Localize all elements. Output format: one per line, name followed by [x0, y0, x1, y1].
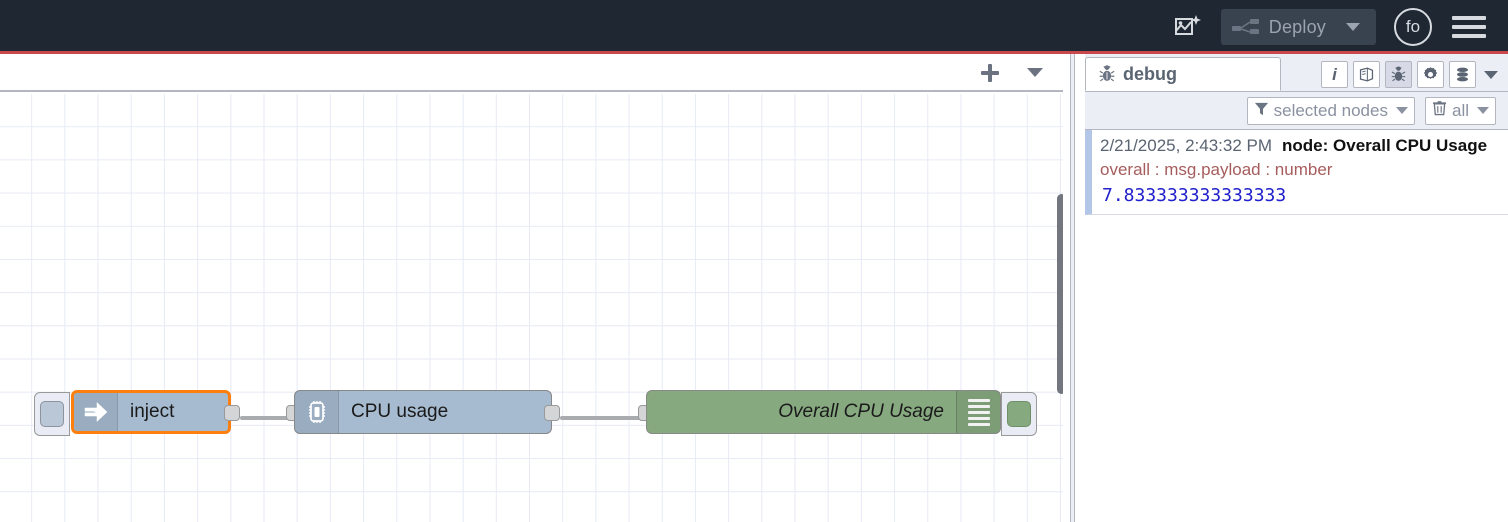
node-cpu-usage[interactable]: CPU usage — [294, 390, 552, 434]
debug-message-topic: overall : msg.payload : number — [1100, 160, 1333, 179]
debug-filter-row: selected nodes all — [1085, 92, 1508, 130]
ai-flow-icon[interactable] — [1169, 8, 1207, 46]
clear-messages-label: all — [1451, 100, 1469, 120]
info-icon[interactable]: i — [1321, 61, 1348, 88]
header-accent-bar — [0, 51, 1508, 54]
config-gear-icon[interactable] — [1417, 61, 1444, 88]
debug-message-list[interactable]: 2/21/2025, 2:43:32 PM node: Overall CPU U… — [1085, 130, 1508, 215]
deploy-button[interactable]: Deploy — [1220, 9, 1376, 45]
debug-message-source[interactable]: node: Overall CPU Usage — [1282, 136, 1488, 155]
flow-editor: inject — [0, 54, 1063, 522]
user-avatar[interactable]: fo — [1394, 8, 1432, 46]
cpu-chip-icon — [295, 391, 339, 433]
debug-lines-icon — [956, 391, 1000, 433]
debug-enable-button[interactable] — [1001, 392, 1037, 436]
filter-nodes-button[interactable]: selected nodes — [1246, 96, 1415, 125]
cpu-output-port[interactable] — [544, 405, 560, 421]
debug-message-entry[interactable]: 2/21/2025, 2:43:32 PM node: Overall CPU U… — [1085, 130, 1508, 215]
inject-trigger-inner — [40, 401, 64, 427]
tab-debug-label: debug — [1123, 63, 1177, 84]
trash-icon — [1432, 100, 1447, 121]
clear-messages-caret-icon[interactable] — [1477, 107, 1489, 114]
debug-lines-glyph — [967, 396, 990, 429]
help-book-icon[interactable] — [1353, 61, 1380, 88]
add-flow-tab-button[interactable] — [977, 60, 1003, 86]
canvas-vertical-scrollbar[interactable] — [1057, 194, 1063, 394]
sidebar-tab-row: debug i — [1085, 54, 1508, 92]
filter-nodes-label: selected nodes — [1273, 100, 1388, 120]
panel-resize-divider[interactable] — [1070, 54, 1075, 522]
wire-cpu-to-debug[interactable] — [560, 416, 648, 420]
node-cpu-usage-label: CPU usage — [351, 401, 449, 422]
deploy-label: Deploy — [1268, 16, 1326, 37]
inject-trigger-button[interactable] — [34, 392, 70, 436]
debug-bug-icon[interactable] — [1385, 61, 1412, 88]
hamburger-menu-icon[interactable] — [1452, 11, 1486, 43]
wire-inject-to-cpu[interactable] — [240, 416, 296, 420]
funnel-icon — [1254, 101, 1269, 121]
tab-debug[interactable]: debug — [1085, 57, 1281, 91]
deploy-dropdown-caret-icon[interactable] — [1346, 23, 1360, 31]
hamburger-line — [1452, 16, 1486, 20]
bug-icon — [1098, 65, 1116, 83]
inject-arrow-icon — [74, 393, 118, 431]
sidebar-tool-buttons: i — [1316, 61, 1508, 91]
sidebar-panel: debug i — [1085, 54, 1508, 522]
node-inject-label: inject — [130, 401, 175, 422]
filter-nodes-caret-icon[interactable] — [1395, 107, 1408, 114]
inject-output-port[interactable] — [224, 405, 240, 421]
hamburger-line — [1452, 34, 1486, 38]
avatar-initials: fo — [1405, 17, 1421, 36]
hamburger-line — [1452, 25, 1486, 29]
app-header: Deploy fo — [0, 0, 1508, 54]
sidebar-tools-menu-icon[interactable] — [1484, 70, 1498, 79]
debug-message-value: 7.833333333333333 — [1102, 185, 1287, 206]
flow-tab-bar — [0, 54, 1063, 92]
node-overall-cpu-usage-label: Overall CPU Usage — [778, 401, 944, 422]
node-inject[interactable]: inject — [71, 390, 231, 434]
deploy-nodes-icon — [1231, 17, 1261, 37]
debug-message-timestamp: 2/21/2025, 2:43:32 PM — [1100, 136, 1273, 155]
debug-enable-inner — [1007, 401, 1031, 427]
node-overall-cpu-usage[interactable]: Overall CPU Usage — [646, 390, 1001, 434]
debug-message-header: 2/21/2025, 2:43:32 PM node: Overall CPU U… — [1100, 134, 1502, 158]
clear-messages-button[interactable]: all — [1424, 96, 1496, 125]
context-data-icon[interactable] — [1449, 61, 1476, 88]
flow-tab-menu-icon[interactable] — [1027, 68, 1043, 77]
flow-canvas[interactable]: inject — [0, 94, 1063, 522]
